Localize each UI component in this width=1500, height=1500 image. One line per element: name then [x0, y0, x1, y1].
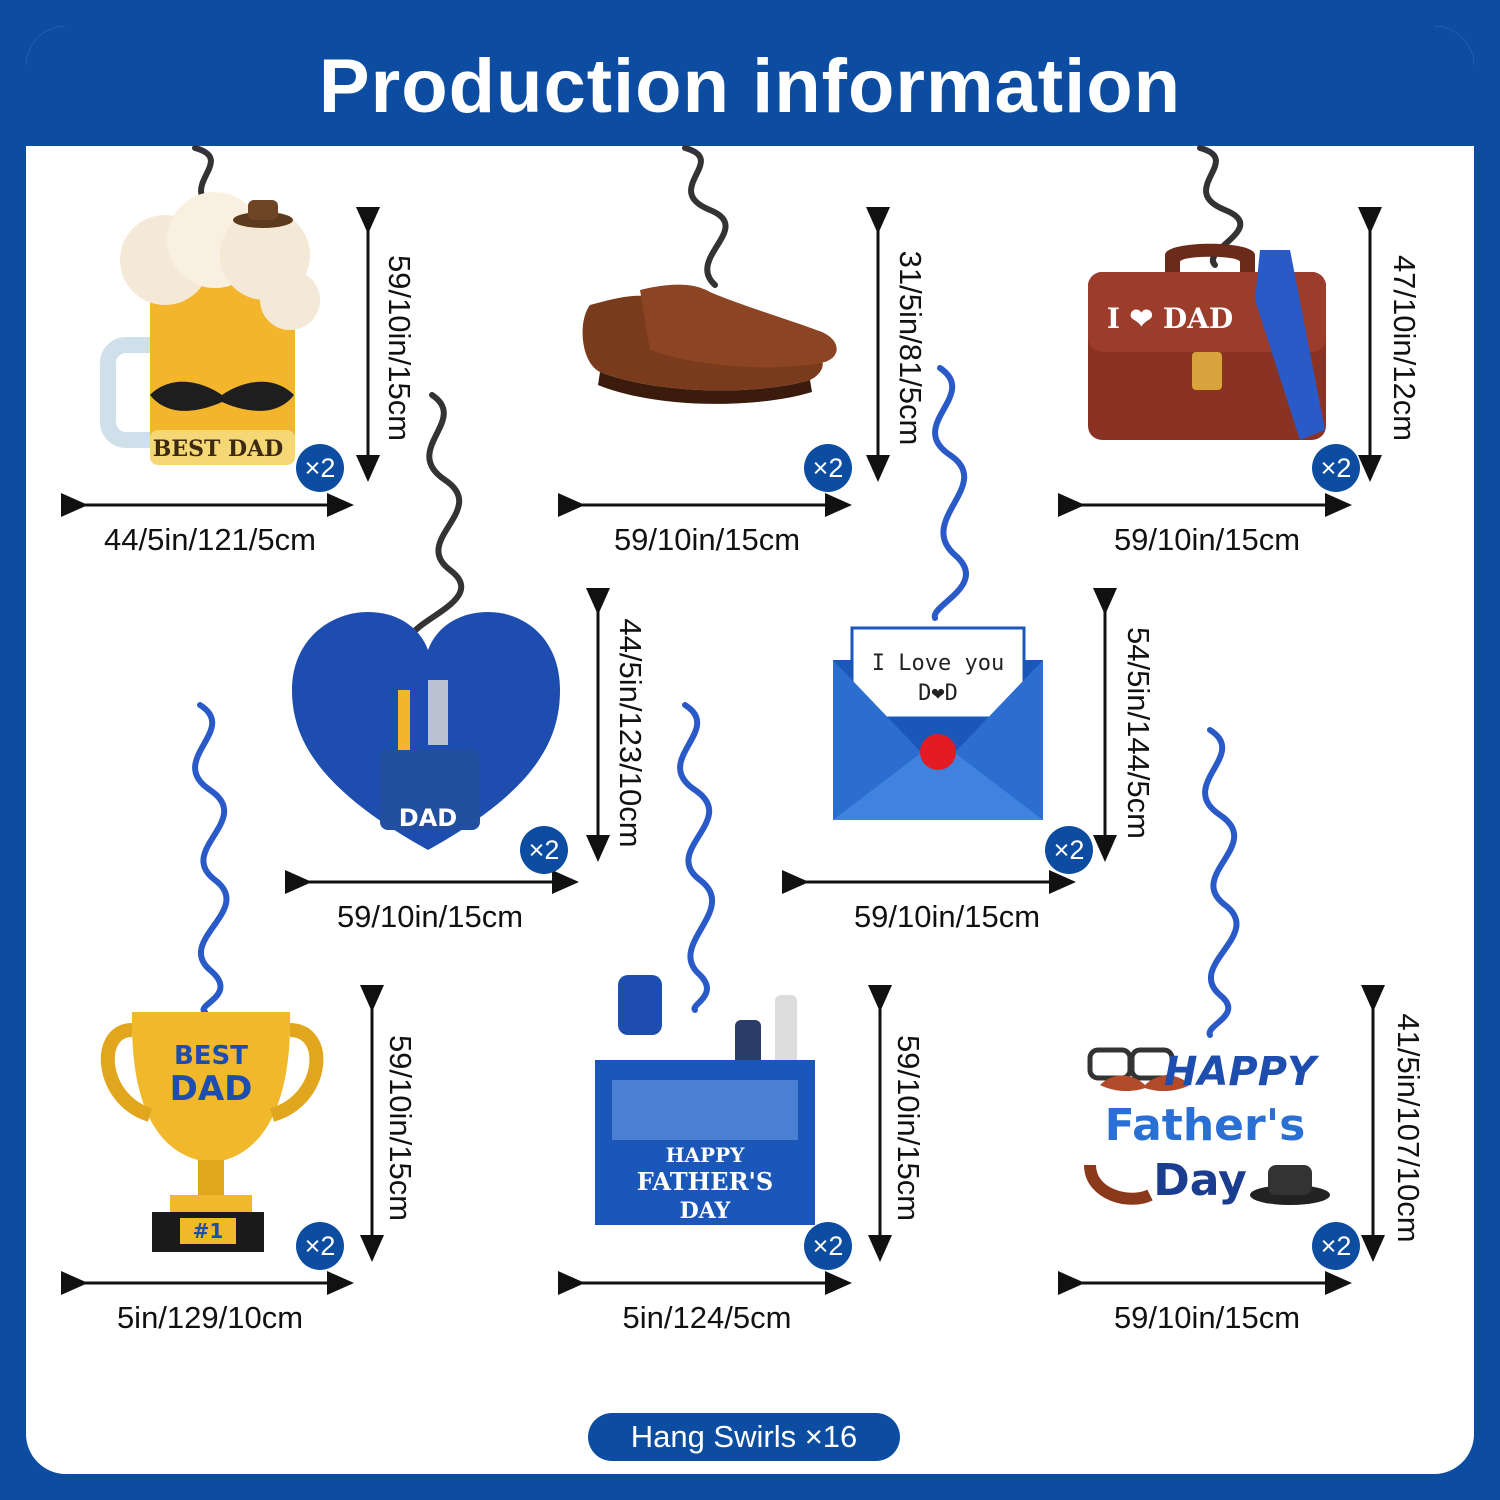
svg-text:D❤D: D❤D — [918, 681, 958, 706]
svg-text:Day: Day — [1153, 1155, 1247, 1206]
height-label: 47/10in/12cm — [1387, 254, 1422, 442]
heart-overalls-illustration: DAD — [292, 612, 560, 850]
happy-fathers-day-illustration: HAPPY Father's Day — [1084, 1047, 1330, 1206]
briefcase-illustration: I ❤ DAD — [1088, 243, 1326, 440]
svg-text:I Love you: I Love you — [872, 651, 1004, 676]
quantity-badge: ×2 — [1312, 1222, 1360, 1270]
hang-swirls-label: Hang Swirls ×16 — [588, 1413, 900, 1461]
width-label: 59/10in/15cm — [613, 522, 801, 557]
svg-text:BEST: BEST — [174, 1041, 248, 1071]
quantity-badge: ×2 — [296, 1222, 344, 1270]
beer-mug-illustration: BEST DAD — [100, 192, 320, 465]
toolbox-illustration: HAPPY FATHER'S DAY — [595, 975, 815, 1225]
quantity-badge: ×2 — [296, 444, 344, 492]
svg-text:I ❤ DAD: I ❤ DAD — [1107, 302, 1233, 335]
shoes-illustration — [582, 284, 837, 404]
quantity-badge: ×2 — [520, 826, 568, 874]
trophy-illustration: BEST DAD #1 — [100, 1012, 324, 1252]
svg-text:DAD: DAD — [399, 804, 457, 832]
page-title: Production information — [318, 43, 1182, 129]
width-label: 59/10in/15cm — [1113, 522, 1301, 557]
svg-text:HAPPY: HAPPY — [1164, 1049, 1320, 1095]
quantity-badge: ×2 — [804, 1222, 852, 1270]
svg-text:HAPPY: HAPPY — [666, 1143, 745, 1167]
dimension-arrows — [61, 207, 1385, 1295]
height-label: 59/10in/15cm — [382, 254, 417, 442]
svg-text:FATHER'S: FATHER'S — [637, 1167, 773, 1196]
svg-text:DAD: DAD — [170, 1069, 253, 1109]
envelope-illustration: I Love you D❤D — [833, 626, 1043, 820]
height-label: 41/5in/107/10cm — [1391, 1013, 1426, 1243]
height-label: 31/5in/81/5cm — [893, 250, 928, 446]
height-label: 44/5in/123/10cm — [613, 618, 648, 848]
quantity-badge: ×2 — [1312, 444, 1360, 492]
width-label: 59/10in/15cm — [336, 899, 524, 934]
width-label: 44/5in/121/5cm — [104, 522, 316, 557]
height-label: 59/10in/15cm — [383, 1034, 418, 1222]
width-label: 59/10in/15cm — [853, 899, 1041, 934]
height-label: 54/5in/144/5cm — [1121, 627, 1156, 839]
title-bar: Production information — [26, 26, 1474, 146]
width-label: 5in/129/10cm — [116, 1300, 304, 1335]
svg-text:#1: #1 — [193, 1219, 224, 1243]
width-label: 5in/124/5cm — [622, 1300, 792, 1335]
height-label: 59/10in/15cm — [891, 1034, 926, 1222]
quantity-badge: ×2 — [804, 444, 852, 492]
width-label: 59/10in/15cm — [1113, 1300, 1301, 1335]
svg-text:DAY: DAY — [680, 1198, 731, 1224]
quantity-badge: ×2 — [1045, 826, 1093, 874]
svg-text:BEST DAD: BEST DAD — [153, 436, 284, 462]
svg-text:Father's: Father's — [1105, 1100, 1306, 1151]
